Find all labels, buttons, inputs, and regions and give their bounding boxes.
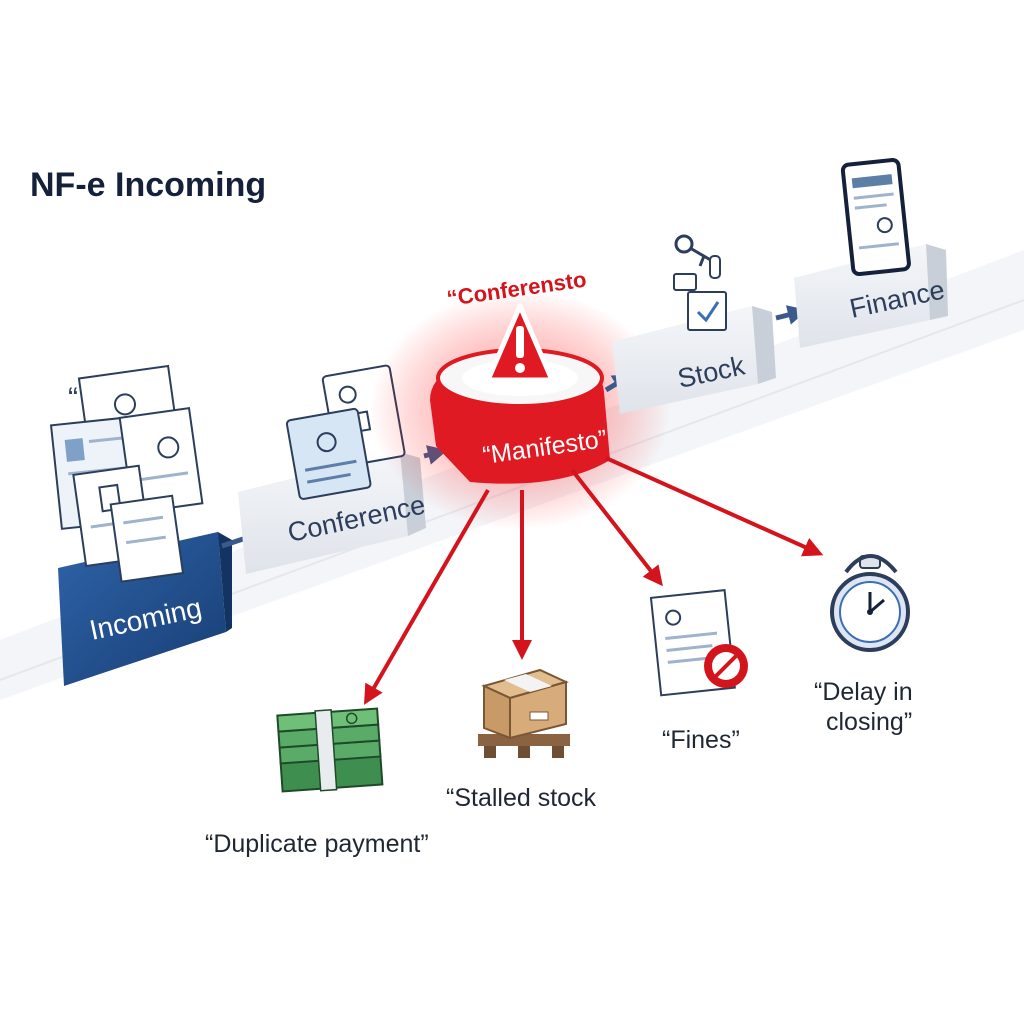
tablet-document-icon [840, 157, 911, 277]
document-seal-icon [649, 588, 748, 697]
arrow-to-duplicate-payment [364, 489, 490, 705]
document-stack-icon: “ ” [49, 364, 204, 583]
consequence-stalled-stock: “Stalled stock [446, 784, 597, 812]
cash-stack-icon [276, 707, 384, 793]
consequence-fines: “Fines” [662, 726, 740, 754]
checklist-key-icon [673, 234, 727, 331]
consequence-delay-line1: “Delay in [814, 678, 913, 706]
stage-manifest: “Manifesto” [370, 290, 670, 530]
consequence-delay-line2: closing” [826, 708, 912, 736]
arrow-to-fines [570, 468, 663, 587]
consequence-duplicate-payment: “Duplicate payment” [205, 830, 429, 858]
diagram-title: NF-e Incoming [30, 166, 266, 204]
warning-triangle-icon [485, 303, 555, 383]
flow-arrow-stock-finance [775, 305, 808, 325]
stage-stock: Stock [612, 306, 776, 414]
stopwatch-icon [830, 554, 910, 652]
box-on-pallet-icon [478, 668, 570, 758]
arrow-to-delay [605, 456, 824, 557]
consequence-arrows [364, 456, 824, 705]
